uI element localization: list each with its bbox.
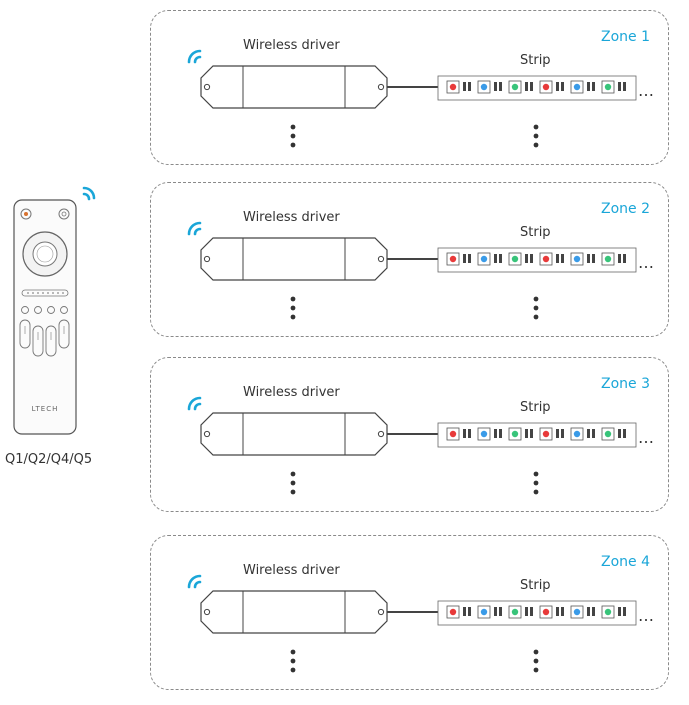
driver-label: Wireless driver (243, 563, 340, 578)
remote-model-label: Q1/Q2/Q4/Q5 (5, 452, 93, 467)
more-strips-dots (532, 124, 540, 154)
wireless-signal-icon (80, 182, 102, 214)
more-drivers-dots (289, 124, 297, 154)
more-drivers-dots (289, 296, 297, 326)
zone-panel-2: Zone 2 Wireless driver Strip … (150, 182, 669, 337)
zone-panel-3: Zone 3 Wireless driver Strip … (150, 357, 669, 512)
connection-wire (387, 258, 439, 260)
zone-label: Zone 3 (601, 376, 650, 392)
more-drivers-dots (289, 649, 297, 679)
wireless-signal-icon (185, 394, 205, 424)
wireless-driver (199, 64, 389, 114)
strip-continuation: … (638, 253, 655, 272)
more-drivers-dots (289, 471, 297, 501)
driver-label: Wireless driver (243, 38, 340, 53)
strip-label: Strip (520, 53, 551, 68)
wireless-driver (199, 411, 389, 461)
more-strips-dots (532, 471, 540, 501)
strip-continuation: … (638, 81, 655, 100)
zone-label: Zone 2 (601, 201, 650, 217)
remote-control: LTECH (12, 198, 78, 442)
wireless-signal-icon (185, 219, 205, 249)
driver-label: Wireless driver (243, 385, 340, 400)
connection-wire (387, 611, 439, 613)
wireless-signal-icon (185, 47, 205, 77)
driver-label: Wireless driver (243, 210, 340, 225)
wireless-driver (199, 236, 389, 286)
strip-label: Strip (520, 578, 551, 593)
more-strips-dots (532, 296, 540, 326)
remote-brand: LTECH (31, 405, 59, 413)
zone-panel-4: Zone 4 Wireless driver Strip … (150, 535, 669, 690)
led-strip (437, 422, 637, 452)
zone-panel-1: Zone 1 Wireless driver Strip … (150, 10, 669, 165)
connection-wire (387, 433, 439, 435)
led-strip (437, 600, 637, 630)
led-strip (437, 247, 637, 277)
strip-label: Strip (520, 400, 551, 415)
strip-continuation: … (638, 428, 655, 447)
connection-wire (387, 86, 439, 88)
strip-label: Strip (520, 225, 551, 240)
zone-label: Zone 4 (601, 554, 650, 570)
more-strips-dots (532, 649, 540, 679)
wireless-signal-icon (185, 572, 205, 602)
led-strip (437, 75, 637, 105)
strip-continuation: … (638, 606, 655, 625)
wireless-driver (199, 589, 389, 639)
zone-label: Zone 1 (601, 29, 650, 45)
